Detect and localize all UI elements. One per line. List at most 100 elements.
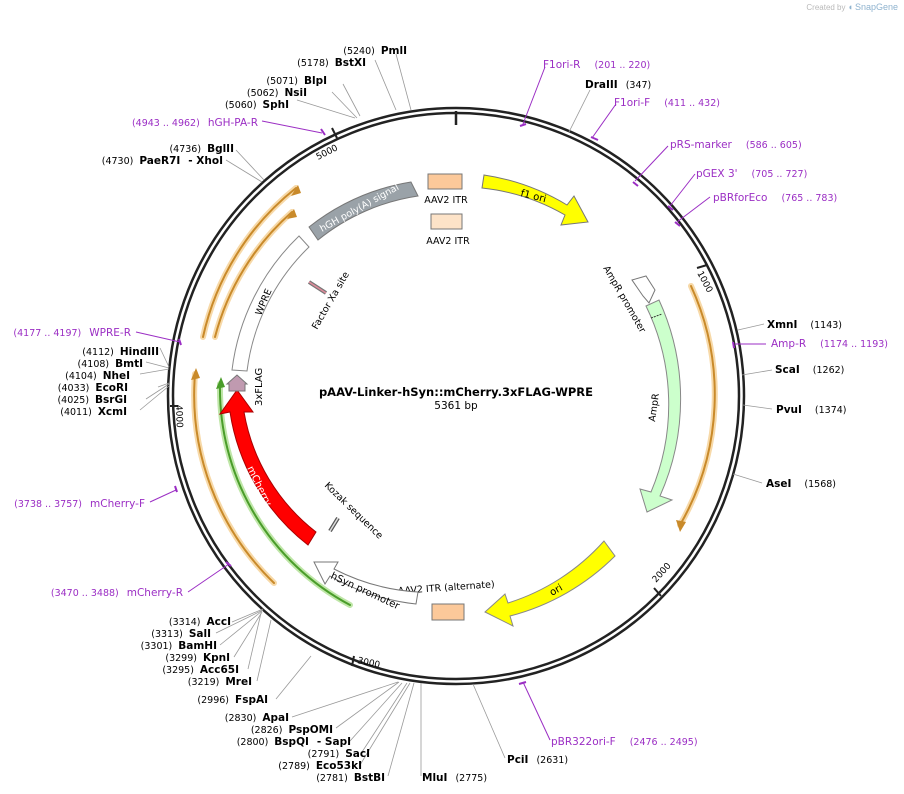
feature-3xflag-label: 3xFLAG bbox=[254, 368, 265, 406]
enzyme-sphi[interactable]: SphI bbox=[263, 99, 289, 111]
svg-text:(2791)SacI: (2791)SacI bbox=[308, 748, 370, 760]
feature-aav2-itr-inner-label: AAV2 ITR bbox=[426, 236, 470, 247]
feature-factor-xa-core bbox=[308, 281, 327, 294]
primer-pgex-3[interactable]: pGEX 3' bbox=[696, 168, 738, 180]
enzyme-asei[interactable]: AseI bbox=[766, 478, 791, 490]
primer-mcherry-r[interactable]: mCherry-R bbox=[127, 587, 183, 599]
svg-text:(5062)NsiI: (5062)NsiI bbox=[247, 87, 307, 99]
svg-text:(4108)BmtI: (4108)BmtI bbox=[78, 358, 143, 370]
tick-4000: 4000 bbox=[173, 405, 184, 429]
enzyme-sapi[interactable]: SapI bbox=[325, 736, 351, 748]
feature-hsyn-promoter[interactable] bbox=[313, 561, 419, 605]
snapgene-logo-icon: ◖ bbox=[847, 2, 853, 12]
enzyme-pcii[interactable]: PciI bbox=[507, 754, 528, 766]
enzyme-pvui[interactable]: PvuI bbox=[776, 404, 802, 416]
enzyme-bspqi[interactable]: BspQI bbox=[274, 736, 309, 748]
primer-f1ori-f[interactable]: F1ori-F bbox=[614, 97, 650, 109]
svg-text:Amp-R(1174 .. 1193): Amp-R(1174 .. 1193) bbox=[771, 338, 888, 350]
tick-5000: 5000 bbox=[315, 143, 340, 162]
primer-mcherry-f[interactable]: mCherry-F bbox=[90, 498, 145, 510]
orf-arc-right bbox=[679, 285, 716, 526]
feature-hgh-polya-label: hGH poly(A) signal bbox=[318, 182, 401, 235]
enzyme-bstxi[interactable]: BstXI bbox=[335, 57, 366, 69]
enzyme-hindiii[interactable]: HindIII bbox=[120, 346, 159, 358]
svg-text:F1ori-R(201 .. 220): F1ori-R(201 .. 220) bbox=[543, 59, 650, 71]
enzyme-mrei[interactable]: MreI bbox=[225, 676, 252, 688]
svg-text:PciI(2631): PciI(2631) bbox=[507, 754, 568, 766]
primer-hgh-pa-r[interactable]: hGH-PA-R bbox=[208, 117, 258, 129]
backbone-outer bbox=[166, 106, 746, 686]
feature-hgh-polya[interactable] bbox=[308, 181, 419, 241]
feature-aav2-itr-alt[interactable] bbox=[431, 603, 465, 621]
orf-arc-left-2 bbox=[214, 211, 293, 338]
feature-f1-ori[interactable] bbox=[481, 174, 589, 226]
enzyme-bamhi[interactable]: BamHI bbox=[178, 640, 217, 652]
enzyme-nhei[interactable]: NheI bbox=[103, 370, 130, 382]
orf-arc-green bbox=[218, 383, 351, 606]
enzyme-bstbi[interactable]: BstBI bbox=[354, 772, 385, 784]
enzyme-xhoi[interactable]: XhoI bbox=[196, 155, 223, 167]
svg-text:(4033)EcoRI: (4033)EcoRI bbox=[58, 382, 128, 394]
snapgene-brand: Created by ◖ SnapGene bbox=[806, 2, 898, 12]
enzyme-mlui[interactable]: MluI bbox=[422, 772, 447, 784]
feature-aav2-itr-top[interactable] bbox=[427, 173, 463, 190]
feature-ori[interactable] bbox=[484, 540, 616, 627]
primer-prs-marker[interactable]: pRS-marker bbox=[670, 139, 733, 151]
svg-text:AseI(1568): AseI(1568) bbox=[766, 478, 836, 490]
enzyme-paer7i[interactable]: PaeR7I bbox=[139, 155, 180, 167]
svg-text:(3219)MreI: (3219)MreI bbox=[188, 676, 252, 688]
orf-arrowhead bbox=[191, 368, 200, 380]
orf-arc-left-bottom bbox=[193, 373, 275, 584]
enzyme-draiii[interactable]: DraIII bbox=[585, 79, 618, 91]
enzyme-eco53ki[interactable]: Eco53kI bbox=[316, 760, 362, 772]
feature-f1-ori-label: f1 ori bbox=[519, 188, 547, 205]
svg-text:(4104)NheI: (4104)NheI bbox=[65, 370, 130, 382]
enzyme-saci[interactable]: SacI bbox=[345, 748, 370, 760]
enzyme-xmni[interactable]: XmnI bbox=[767, 319, 797, 331]
primer-f1ori-r[interactable]: F1ori-R bbox=[543, 59, 580, 71]
svg-text:ScaI(1262): ScaI(1262) bbox=[775, 364, 844, 376]
orf-arrowhead bbox=[291, 185, 301, 196]
enzyme-acci[interactable]: AccI bbox=[207, 616, 231, 628]
feature-3xflag[interactable] bbox=[225, 374, 249, 392]
feature-factor-xa-label: Factor Xa site bbox=[310, 270, 352, 332]
enzyme-ecori[interactable]: EcoRI bbox=[95, 382, 128, 394]
feature-ampr-promoter[interactable] bbox=[631, 275, 656, 304]
enzyme-bglii[interactable]: BglII bbox=[207, 143, 234, 155]
primer-pbr322ori-f[interactable]: pBR322ori-F bbox=[551, 736, 616, 748]
svg-text:(2789)Eco53kI: (2789)Eco53kI bbox=[278, 760, 362, 772]
enzyme-scai[interactable]: ScaI bbox=[775, 364, 800, 376]
feature-ampr-promoter-label: AmpR promoter bbox=[600, 264, 647, 335]
svg-text:DraIII(347): DraIII(347) bbox=[585, 79, 651, 91]
enzyme-bmti[interactable]: BmtI bbox=[115, 358, 143, 370]
enzyme-pspomi[interactable]: PspOMI bbox=[288, 724, 333, 736]
enzyme-pmli[interactable]: PmlI bbox=[381, 45, 407, 57]
enzyme-bsrgi[interactable]: BsrGI bbox=[95, 394, 127, 406]
feature-wpre[interactable] bbox=[231, 235, 310, 372]
enzyme-apai[interactable]: ApaI bbox=[262, 712, 289, 724]
svg-text:pBRforEco(765 .. 783): pBRforEco(765 .. 783) bbox=[713, 192, 837, 204]
enzyme-blpi[interactable]: BlpI bbox=[304, 75, 327, 87]
feature-ampr[interactable] bbox=[639, 299, 682, 513]
svg-text:(4730)PaeR7I- XhoI: (4730)PaeR7I- XhoI bbox=[102, 155, 223, 167]
svg-text:(3470 .. 3488)mCherry-R: (3470 .. 3488)mCherry-R bbox=[51, 587, 183, 599]
svg-text:(5071)BlpI: (5071)BlpI bbox=[266, 75, 327, 87]
svg-text:(2781)BstBI: (2781)BstBI bbox=[316, 772, 385, 784]
enzyme-xcmi[interactable]: XcmI bbox=[98, 406, 127, 418]
svg-text:(2996)FspAI: (2996)FspAI bbox=[197, 694, 268, 706]
primer-amp-r[interactable]: Amp-R bbox=[771, 338, 806, 350]
enzyme-nsii[interactable]: NsiI bbox=[284, 87, 307, 99]
feature-kozak-core bbox=[329, 517, 339, 532]
primer-wpre-r[interactable]: WPRE-R bbox=[89, 327, 131, 339]
svg-text:(3295)Acc65I: (3295)Acc65I bbox=[162, 664, 239, 676]
enzyme-kpni[interactable]: KpnI bbox=[203, 652, 230, 664]
feature-aav2-itr-inner[interactable] bbox=[430, 213, 463, 230]
enzyme-sali[interactable]: SalI bbox=[189, 628, 211, 640]
svg-text:(3314)AccI: (3314)AccI bbox=[169, 616, 231, 628]
primer-pbrforeco[interactable]: pBRforEco bbox=[713, 192, 767, 204]
enzyme-acc65i[interactable]: Acc65I bbox=[200, 664, 239, 676]
enzyme-fspai[interactable]: FspAI bbox=[235, 694, 268, 706]
svg-text:(2800)BspQI- SapI: (2800)BspQI- SapI bbox=[237, 736, 351, 748]
orf-arrowhead bbox=[216, 377, 225, 389]
